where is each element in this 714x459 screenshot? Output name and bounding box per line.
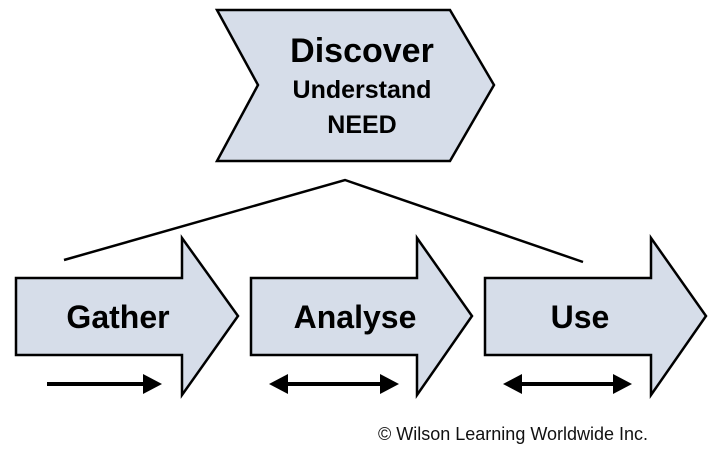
step-gather: Gather: [14, 234, 240, 399]
discover-subtitle: Understand: [293, 76, 432, 104]
step-analyse: Analyse: [249, 234, 474, 399]
use-indicator-double-arrow-icon: [503, 374, 632, 394]
discover-chevron: Discover Understand NEED: [214, 8, 496, 163]
gather-arrow-shape: [14, 234, 240, 399]
analyse-label: Analyse: [294, 299, 417, 335]
step-use: Use: [483, 234, 708, 399]
use-arrow-shape: [483, 234, 708, 399]
analyse-indicator-double-arrow-icon: [269, 374, 399, 394]
connector-lines: [63, 178, 584, 264]
analyse-arrow-shape: [249, 234, 474, 399]
use-label: Use: [551, 299, 610, 335]
gather-label: Gather: [66, 299, 169, 335]
discover-title: Discover: [290, 32, 434, 70]
gather-indicator-arrow-right-icon: [47, 374, 162, 394]
discover-chevron-shape: [214, 8, 496, 163]
discover-need: NEED: [327, 111, 396, 139]
copyright-notice: © Wilson Learning Worldwide Inc.: [378, 424, 649, 444]
